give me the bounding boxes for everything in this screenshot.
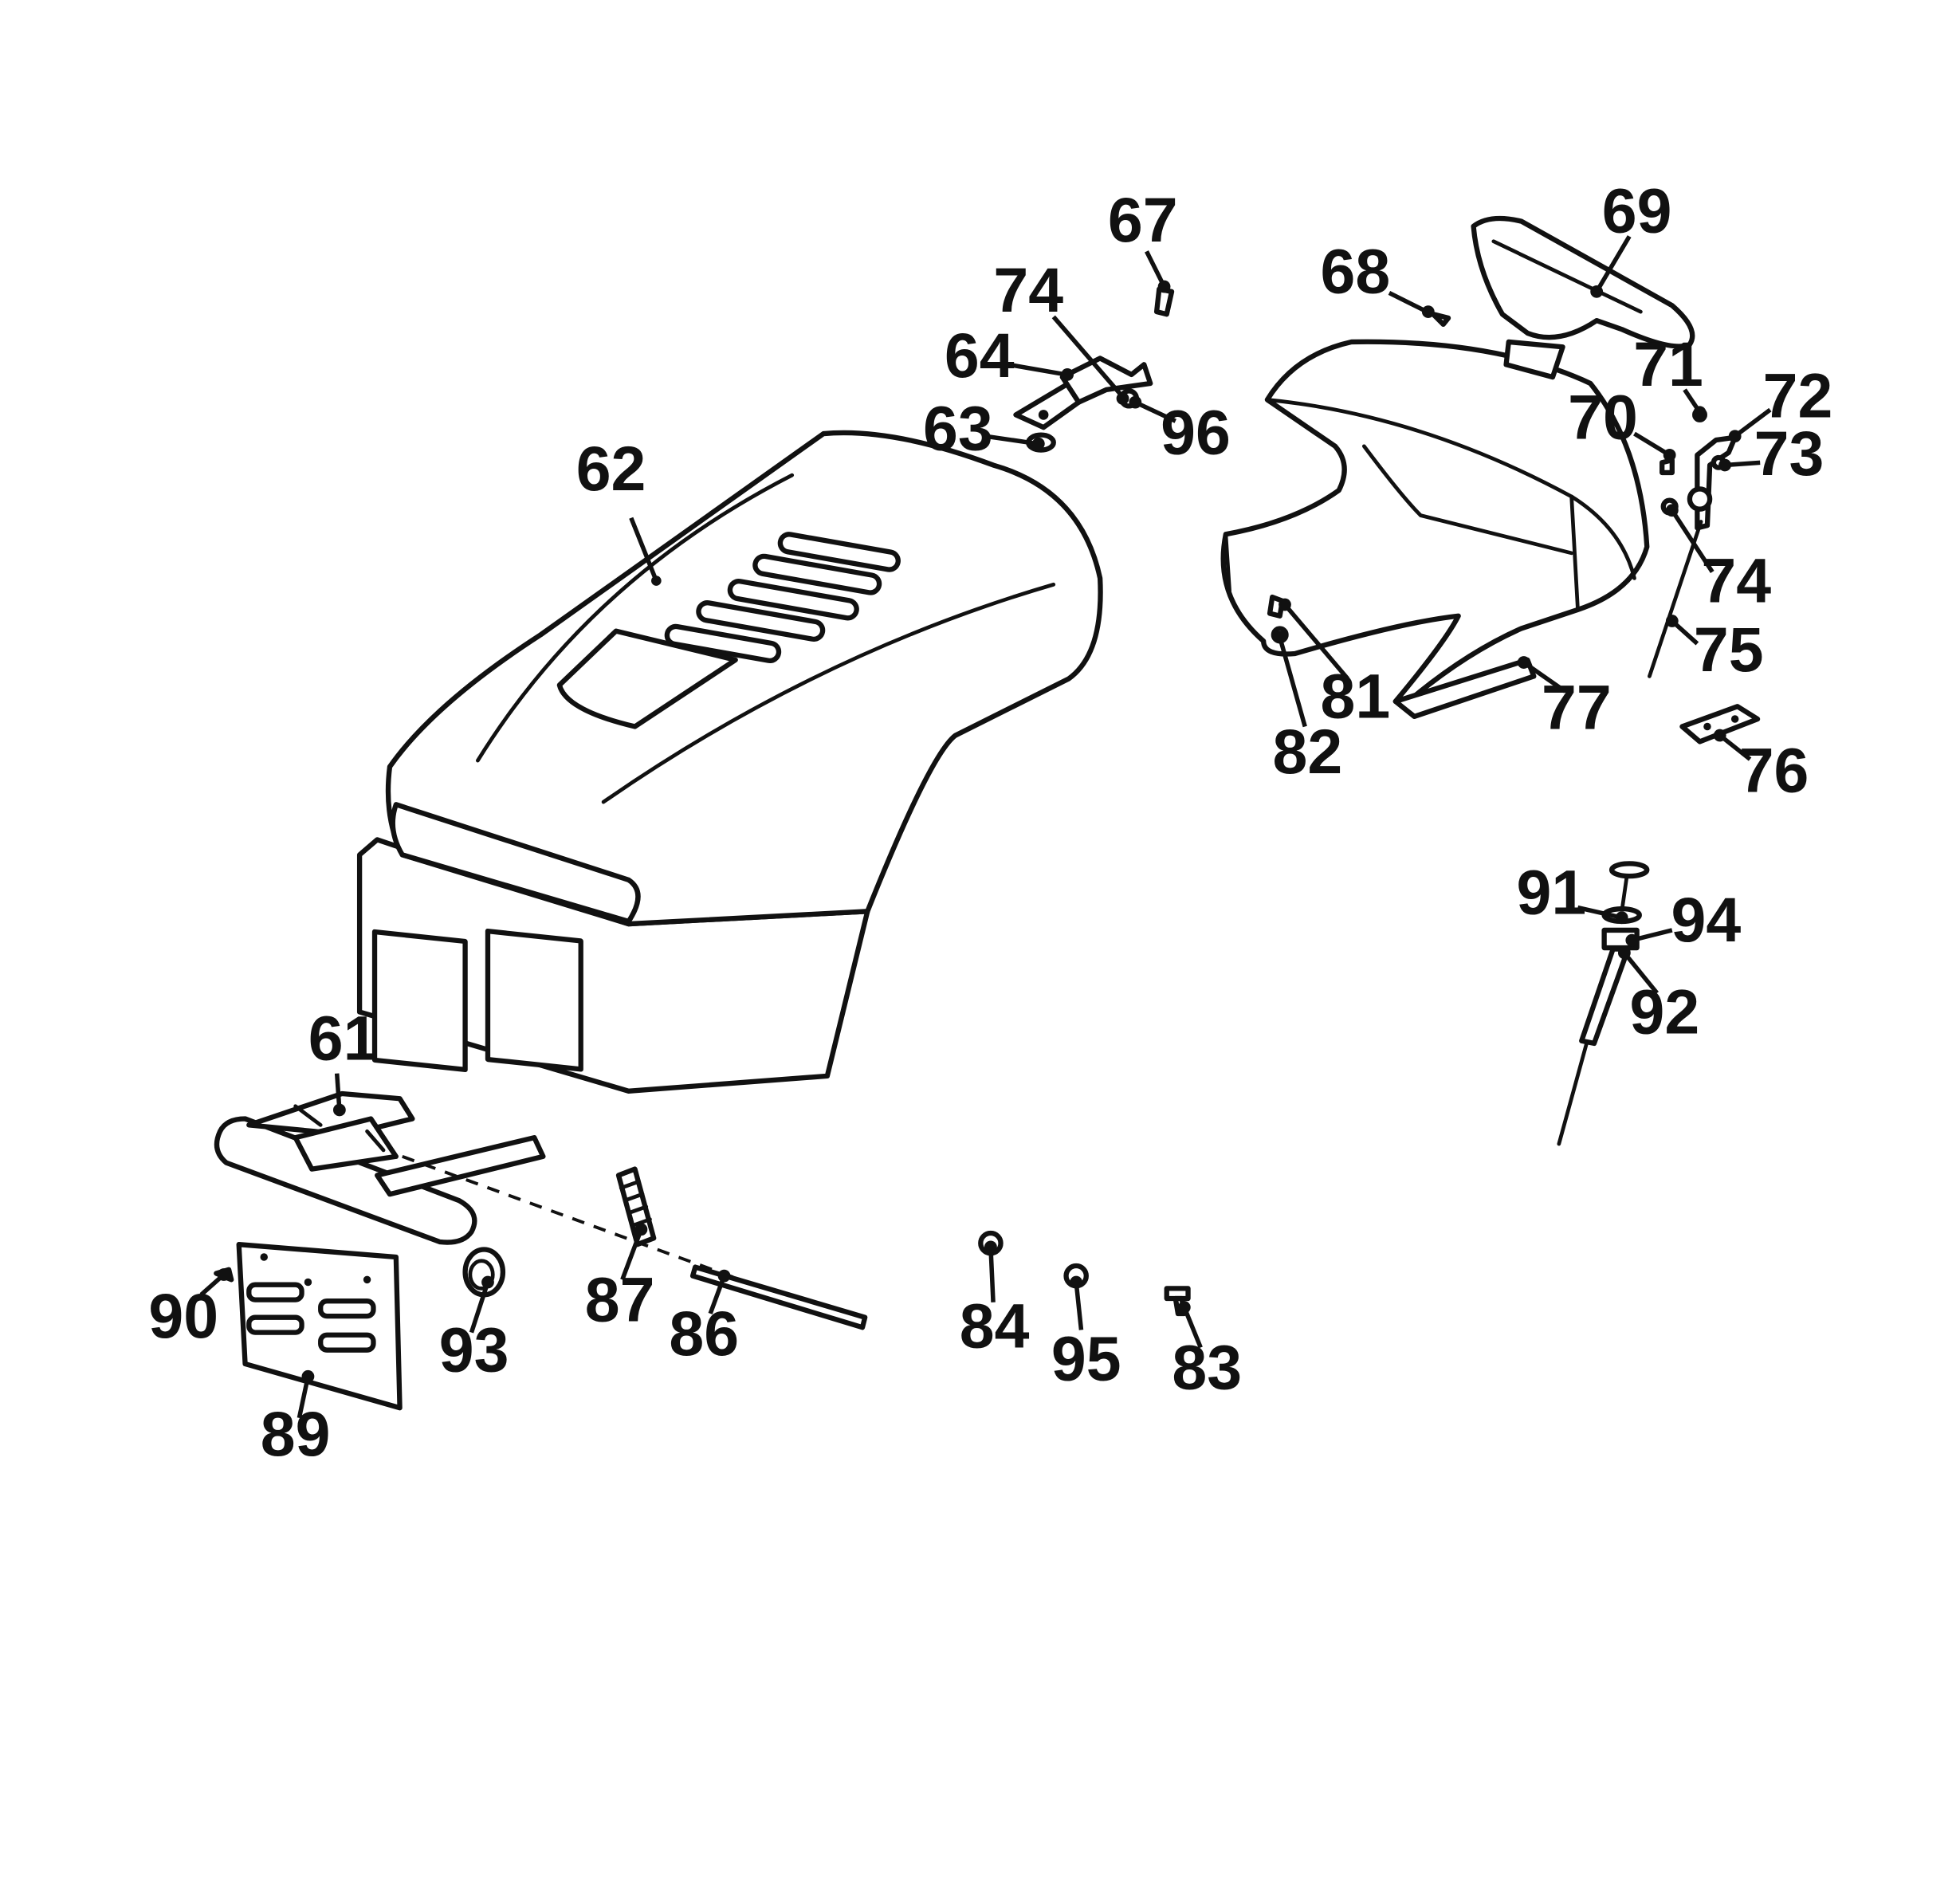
callout-92: 92	[1629, 976, 1699, 1047]
callout-90: 90	[148, 1281, 218, 1351]
clip-81-part	[1267, 594, 1285, 619]
plate-76-part	[1679, 704, 1761, 745]
callout-72: 72	[1763, 361, 1833, 431]
callout-84: 84	[960, 1291, 1030, 1361]
callout-71: 71	[1633, 329, 1703, 399]
callout-74-upper: 74	[993, 255, 1063, 325]
callout-62: 62	[576, 434, 646, 504]
callout-95: 95	[1051, 1324, 1121, 1394]
callout-83: 83	[1172, 1333, 1242, 1403]
license-plate-89-part	[236, 1242, 403, 1411]
callout-labels: 61 62 63 64 67 68 69 70 71 72 73 74 74 7…	[148, 176, 1832, 1469]
callout-93: 93	[439, 1314, 509, 1385]
pin-68-part	[1430, 312, 1451, 328]
callout-74-lower: 74	[1701, 545, 1771, 615]
callout-69: 69	[1602, 176, 1672, 246]
leader-dots	[217, 280, 1742, 1383]
callout-61: 61	[308, 1003, 379, 1073]
callout-76: 76	[1739, 736, 1809, 806]
leader-lines	[199, 235, 1772, 1419]
callout-91: 91	[1517, 857, 1587, 927]
callout-64: 64	[945, 320, 1015, 391]
callout-68: 68	[1320, 236, 1390, 306]
choke-cable-part	[1557, 861, 1650, 1146]
callout-96: 96	[1161, 397, 1231, 467]
callout-70: 70	[1568, 382, 1638, 452]
screw-67-part	[1153, 286, 1175, 317]
callout-81: 81	[1320, 661, 1390, 731]
callout-94: 94	[1671, 885, 1742, 955]
callout-75: 75	[1694, 615, 1764, 685]
steering-wheel-part	[1471, 215, 1695, 380]
callout-86: 86	[669, 1298, 739, 1369]
callout-82: 82	[1273, 717, 1343, 787]
hood-part	[356, 430, 1103, 1094]
rod-75-part	[1648, 520, 1703, 678]
callout-77: 77	[1542, 673, 1612, 743]
callout-89: 89	[261, 1399, 331, 1469]
callout-63: 63	[923, 394, 993, 464]
callout-87: 87	[585, 1264, 655, 1334]
hood-vent-slots	[664, 532, 901, 664]
rod-86-part	[689, 1264, 868, 1330]
callout-73: 73	[1754, 418, 1824, 489]
callout-67: 67	[1108, 185, 1178, 255]
